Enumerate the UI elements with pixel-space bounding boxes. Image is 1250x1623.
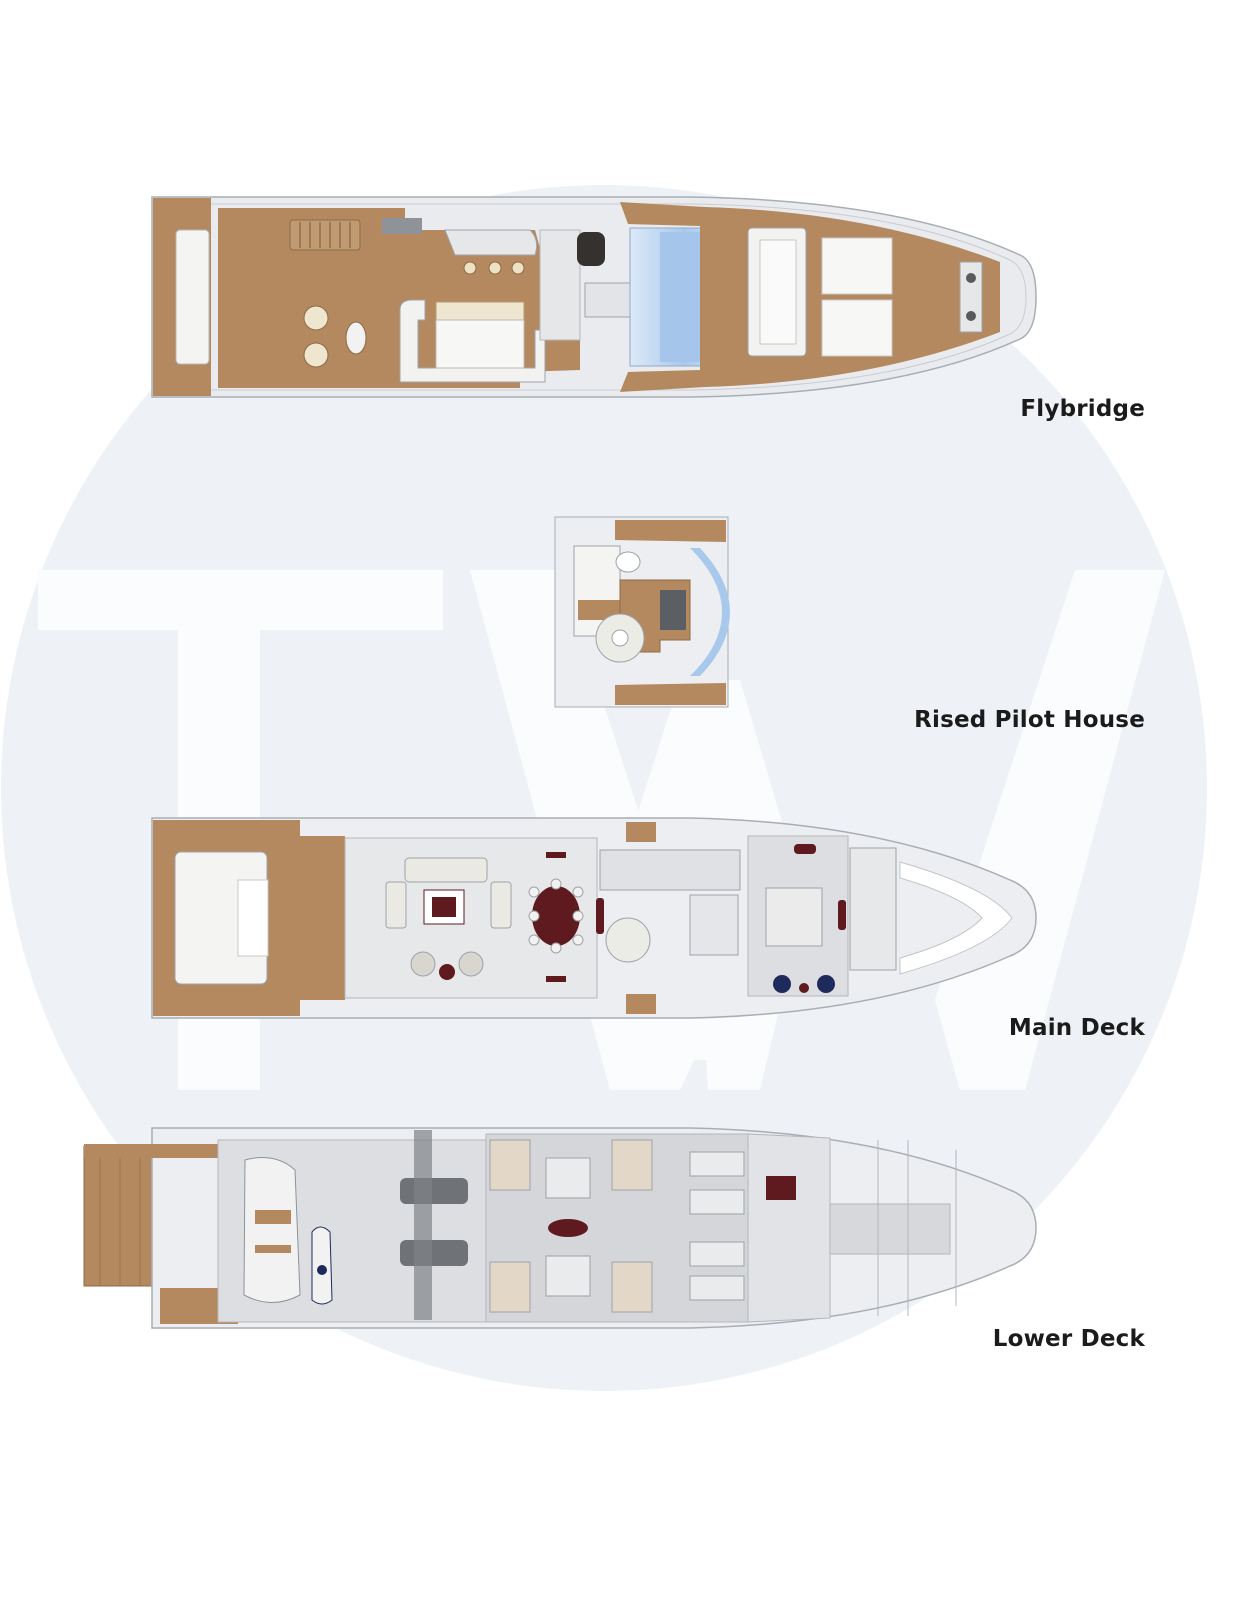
lower-deck-label: Lower Deck bbox=[992, 1326, 1145, 1352]
lower-deck-plan bbox=[83, 1127, 1037, 1329]
pilot-house-label: Rised Pilot House bbox=[914, 707, 1145, 733]
pilot-house-plan bbox=[554, 516, 730, 708]
flybridge-label: Flybridge bbox=[1020, 396, 1145, 422]
flybridge-plan bbox=[151, 196, 1037, 398]
main-deck-plan bbox=[151, 817, 1037, 1019]
main-deck-label: Main Deck bbox=[1008, 1015, 1145, 1041]
